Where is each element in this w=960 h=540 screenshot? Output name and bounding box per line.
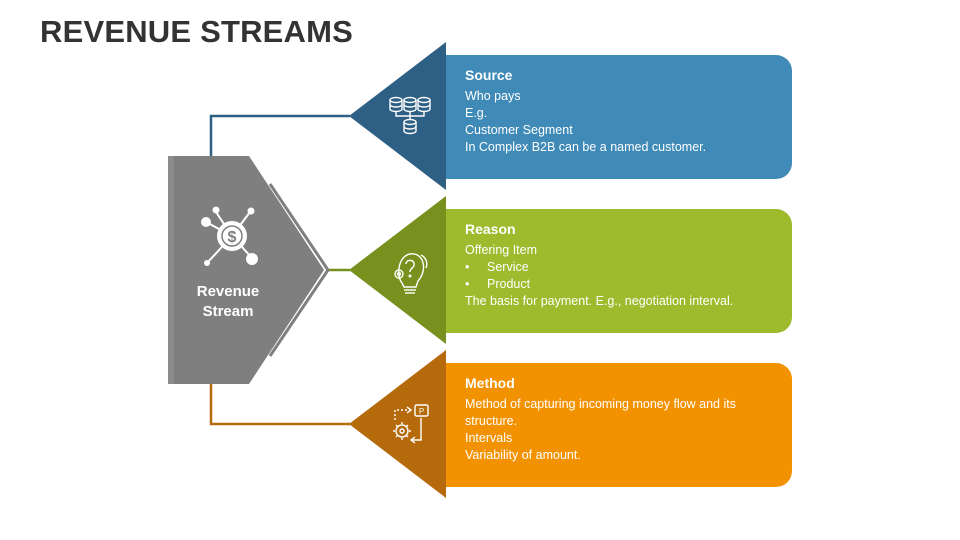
source-line: Who pays: [465, 89, 521, 103]
reason-heading: Reason: [465, 221, 516, 237]
method-line: Method of capturing incoming money flow …: [465, 397, 736, 411]
method-card: Method Method of capturing incoming mone…: [446, 363, 792, 487]
center-label: Revenue Stream: [172, 282, 284, 322]
reason-bullet-list: Service Product: [465, 259, 776, 293]
method-arrow: [349, 350, 446, 498]
svg-text:P: P: [419, 407, 424, 416]
method-line: Intervals: [465, 431, 513, 445]
center-label-line2: Stream: [202, 303, 254, 320]
source-line: Customer Segment: [465, 123, 573, 137]
connector-source: [209, 114, 350, 156]
database-icon: [389, 96, 431, 135]
center-label-line1: Revenue: [196, 283, 260, 300]
method-line: Variability of amount.: [465, 448, 581, 462]
method-heading: Method: [465, 375, 515, 391]
source-card: Source Who pays E.g. Customer Segment In…: [446, 55, 792, 179]
reason-outro: The basis for payment. E.g., negotiation…: [465, 294, 734, 308]
dollar-network-icon: $: [201, 206, 258, 266]
center-chevron-shadow: [168, 156, 174, 384]
source-line: E.g.: [465, 106, 488, 120]
lightbulb-question-icon: [394, 253, 428, 294]
method-line: structure.: [465, 414, 518, 428]
process-flow-icon: P: [393, 404, 429, 444]
reason-intro: Offering Item: [465, 243, 538, 257]
reason-bullet: Product: [465, 276, 776, 293]
source-heading: Source: [465, 67, 513, 83]
connector-method: [209, 384, 350, 426]
source-line: In Complex B2B can be a named customer.: [465, 140, 707, 154]
center-chevron-outline: [268, 183, 330, 357]
source-card-bg: [428, 55, 792, 179]
svg-text:$: $: [228, 229, 237, 246]
reason-card: Reason Offering Item Service Product The…: [446, 209, 792, 333]
center-chevron: [174, 156, 324, 384]
reason-bullet: Service: [465, 259, 776, 276]
page-title: REVENUE STREAMS: [40, 14, 354, 49]
method-card-bg: [428, 363, 792, 487]
